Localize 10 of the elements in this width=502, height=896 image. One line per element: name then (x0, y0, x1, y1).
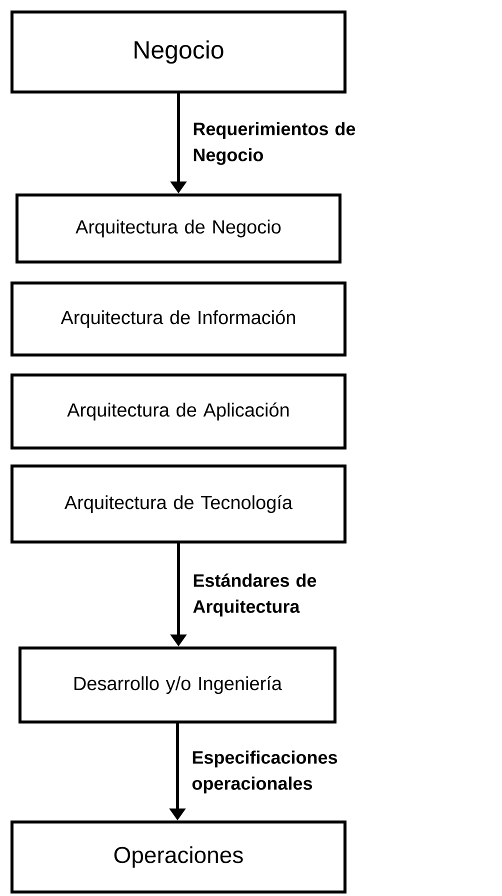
edge-label: Especificaciones operacionales (192, 750, 338, 794)
process-box: Arquitectura de Información (10, 282, 346, 356)
process-box: Arquitectura de Aplicación (10, 374, 346, 450)
process-box: Negocio (10, 10, 346, 94)
process-box: Operaciones (10, 820, 346, 894)
edge-label: Estándares de Arquitectura (193, 574, 316, 616)
process-box: Arquitectura de Negocio (16, 194, 342, 264)
process-box: Desarrollo y/o Ingeniería (18, 646, 336, 724)
process-box: Arquitectura de Tecnología (10, 464, 346, 544)
edge-label: Requerimientos de Negocio (194, 122, 356, 165)
